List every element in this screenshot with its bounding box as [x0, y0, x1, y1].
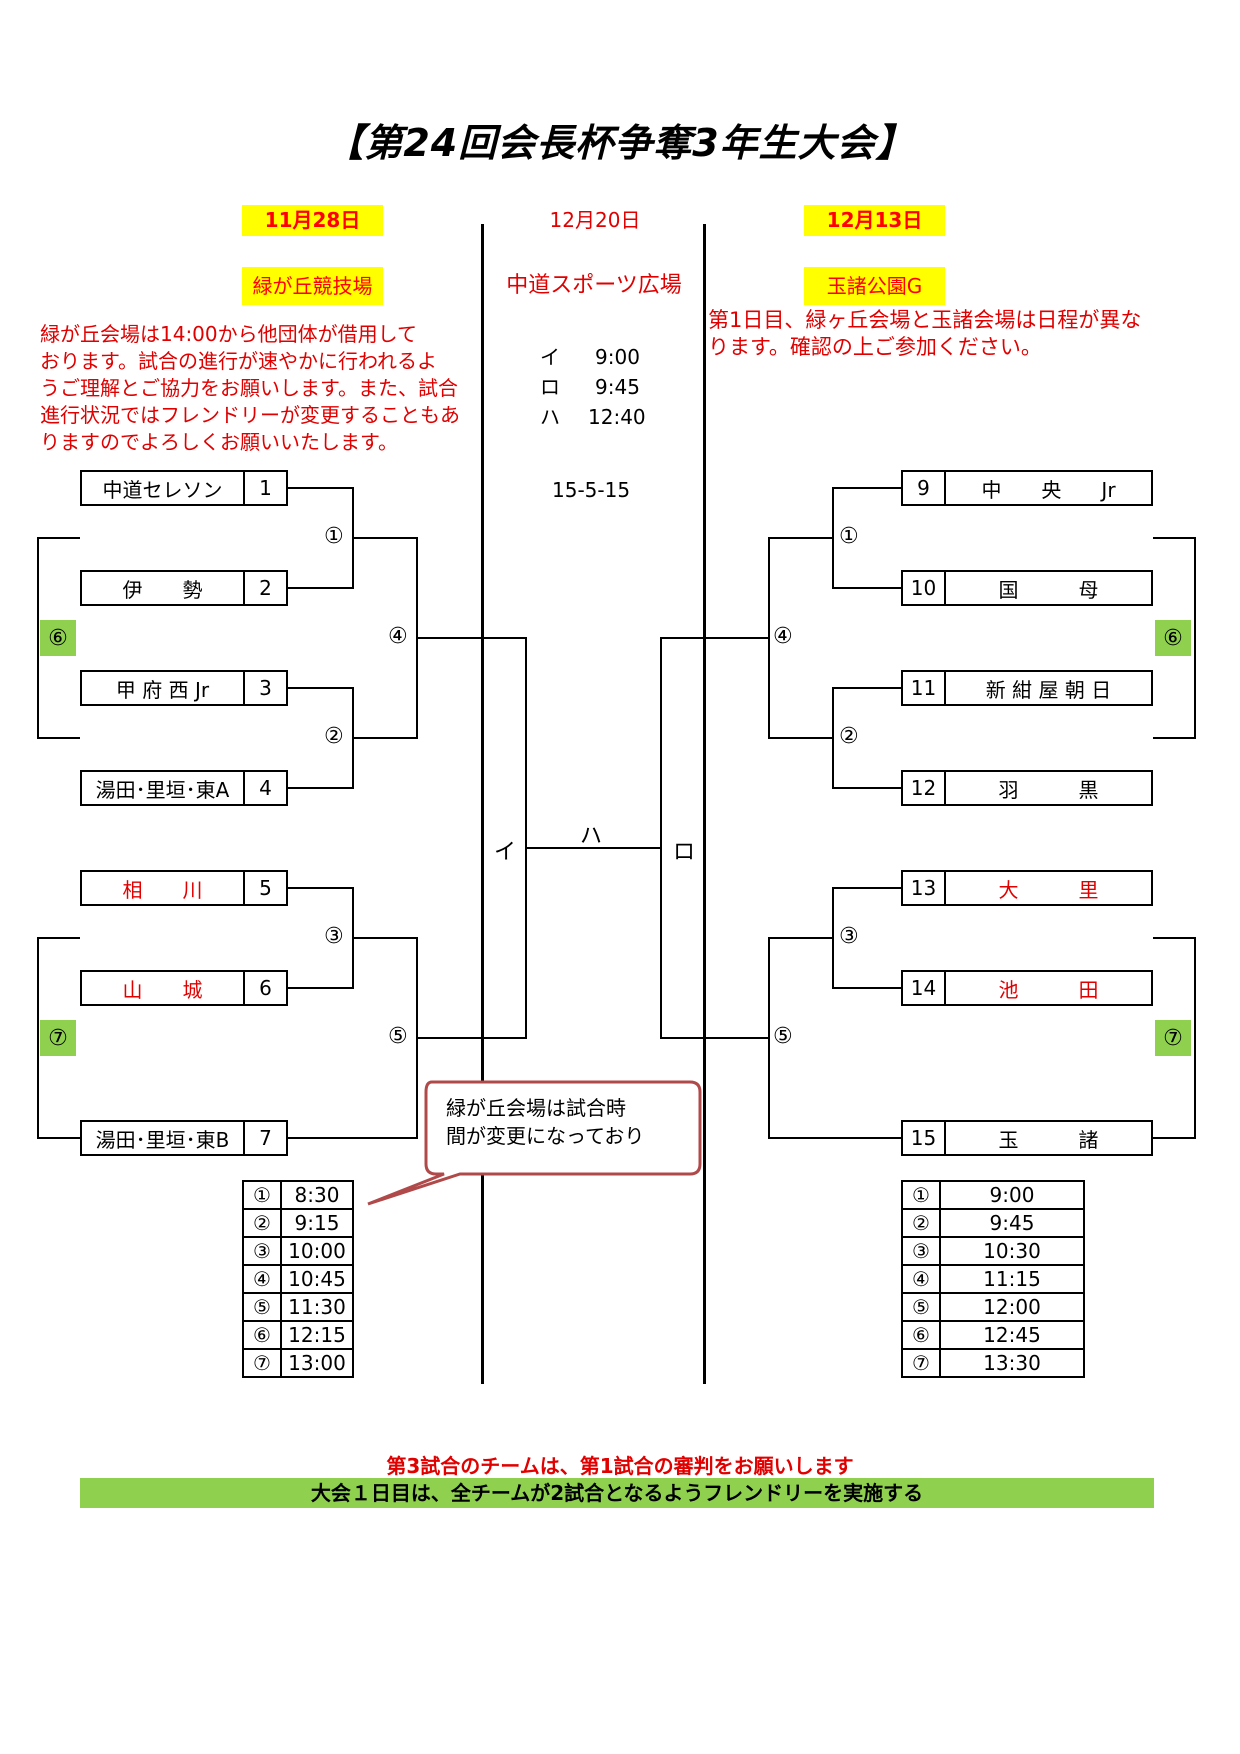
right-venue: 玉諸公園G	[804, 267, 945, 305]
match-label-3-right: ③	[839, 924, 859, 949]
left-note: 緑が丘会場は14:00から他団体が借用して おります。試合の進行が速やかに行われ…	[40, 322, 460, 454]
match-label-6-right: ⑥	[1155, 620, 1191, 656]
footer-note-friendly: 大会１日目は、全チームが2試合となるようフレンドリーを実施する	[80, 1478, 1154, 1508]
match-label-1-right: ①	[839, 524, 859, 549]
final-label-ro: ロ	[673, 840, 696, 865]
match-label-4-right: ④	[773, 624, 793, 649]
match-label-4-left: ④	[388, 624, 408, 649]
callout-shape	[367, 1080, 702, 1206]
footer-note-referee: 第3試合のチームは、第1試合の審判をお願いします	[386, 1454, 854, 1478]
match-label-1-left: ①	[324, 524, 344, 549]
match-label-3-left: ③	[324, 924, 344, 949]
final-label-ha: ハ	[580, 824, 603, 849]
callout-text: 緑が丘会場は試合時 間が変更になっており	[446, 1096, 645, 1148]
right-date: 12月13日	[804, 205, 945, 236]
match-format: 15-5-15	[552, 478, 631, 502]
divider-right	[703, 224, 706, 1384]
match-label-7-right: ⑦	[1155, 1020, 1191, 1056]
match-label-2-left: ②	[324, 724, 344, 749]
center-venue: 中道スポーツ広場	[506, 273, 682, 298]
divider-left	[481, 224, 484, 1384]
page-title: 【第24回会長杯争奪3年生大会】	[325, 121, 915, 165]
left-venue: 緑が丘競技場	[242, 267, 383, 305]
match-label-7-left: ⑦	[40, 1020, 76, 1056]
match-label-5-left: ⑤	[388, 1024, 408, 1049]
center-date: 12月20日	[549, 208, 641, 232]
match-label-6-left: ⑥	[40, 620, 76, 656]
match-label-5-right: ⑤	[773, 1024, 793, 1049]
match-label-2-right: ②	[839, 724, 859, 749]
left-date: 11月28日	[242, 205, 383, 236]
final-label-i: イ	[494, 840, 517, 865]
right-note: 第1日目、緑ヶ丘会場と玉諸会場は日程が異な ります。確認の上ご参加ください。	[708, 308, 1142, 359]
